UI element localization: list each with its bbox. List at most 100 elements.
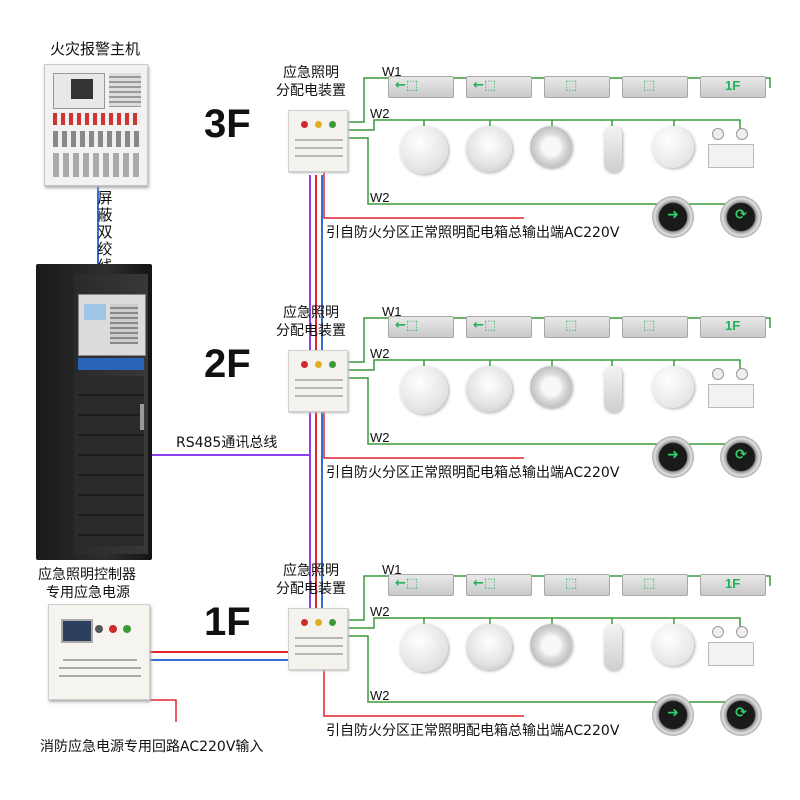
exit-sign: ⬚ (622, 76, 688, 98)
exit-sign: ←⬚ (466, 316, 532, 338)
floor-label-3f: 3F (204, 102, 251, 146)
floor-label-2f: 2F (204, 342, 251, 386)
arrow-disc-icon: ➜ (652, 694, 694, 736)
floor-label-1f: 1F (204, 600, 251, 644)
rs485-bus-label: RS485通讯总线 (176, 435, 278, 451)
exit-sign: ⬚ (622, 316, 688, 338)
exit-sign: ⬚ (544, 316, 610, 338)
fire-input-line (150, 699, 177, 722)
wire-label-w2b: W2 (370, 688, 390, 703)
wire-label-w1: W1 (382, 64, 402, 79)
wire-label-w2a: W2 (370, 106, 390, 121)
ceiling-light-icon (530, 126, 572, 168)
exit-disc-icon: ⟳ (720, 436, 762, 478)
running-man-icon: ⬚ (643, 78, 656, 93)
fire-power-input-label: 消防应急电源专用回路AC220V输入 (40, 739, 264, 755)
exit-sign: ←⬚ (388, 76, 454, 98)
arrow-right-icon: ➜ (667, 207, 679, 223)
exit-sign: ←⬚ (466, 76, 532, 98)
ceiling-light-icon (604, 624, 622, 670)
emergency-power-box (48, 604, 150, 700)
power-supply-label: 专用应急电源 (46, 585, 130, 601)
arrow-disc-icon: ➜ (652, 436, 694, 478)
exit-sign: ⬚ (544, 574, 610, 596)
exit-sign: 1F (700, 76, 766, 98)
ceiling-light-icon (400, 366, 448, 414)
normal-lighting-feed-label: 引自防火分区正常照明配电箱总输出端AC220V (326, 465, 620, 481)
controller-label: 应急照明控制器 (38, 567, 136, 583)
wire-label-w1: W1 (382, 304, 402, 319)
running-man-icon: ⬚ (643, 576, 656, 591)
exit-sign: ←⬚ (466, 574, 532, 596)
ceiling-light-icon (652, 624, 694, 666)
shielded-cable-label: 屏蔽双绞线 (97, 189, 113, 275)
ceiling-light-icon (466, 126, 512, 172)
arrow-right-icon: ➜ (667, 705, 679, 721)
exit-symbol-icon: ⟳ (735, 447, 747, 463)
arrow-left-icon: ←⬚ (395, 576, 419, 591)
exit-sign: ←⬚ (388, 316, 454, 338)
arrow-left-icon: ←⬚ (395, 318, 419, 333)
floor-sign-text: 1F (725, 318, 741, 333)
ceiling-light-icon (400, 126, 448, 174)
ceiling-light-icon (604, 366, 622, 412)
ceiling-light-icon (530, 624, 572, 666)
wire-label-w2b: W2 (370, 430, 390, 445)
distribution-box (288, 350, 348, 412)
floor-sign-text: 1F (725, 576, 741, 591)
distribution-box (288, 110, 348, 172)
arrow-left-icon: ←⬚ (473, 318, 497, 333)
running-man-icon: ⬚ (643, 318, 656, 333)
twin-spot-emergency-light-icon (708, 128, 754, 168)
arrow-right-icon: ➜ (667, 447, 679, 463)
ceiling-light-icon (530, 366, 572, 408)
w2-line-a (348, 617, 741, 630)
running-man-icon: ⬚ (565, 576, 578, 591)
distribution-box-label: 应急照明 分配电装置 (276, 563, 346, 597)
fire-alarm-host-label: 火灾报警主机 (50, 40, 141, 58)
exit-sign: 1F (700, 574, 766, 596)
ceiling-light-icon (652, 366, 694, 408)
running-man-icon: ⬚ (565, 318, 578, 333)
normal-lighting-feed-label: 引自防火分区正常照明配电箱总输出端AC220V (326, 723, 620, 739)
exit-sign: ⬚ (622, 574, 688, 596)
normal-feed-line (323, 412, 524, 459)
ceiling-light-icon (466, 366, 512, 412)
twin-spot-emergency-light-icon (708, 626, 754, 666)
arrow-left-icon: ←⬚ (473, 576, 497, 591)
wire-label-w2b: W2 (370, 190, 390, 205)
ceiling-light-icon (604, 126, 622, 172)
exit-sign: ⬚ (544, 76, 610, 98)
distribution-box-label: 应急照明 分配电装置 (276, 65, 346, 99)
floor-sign-text: 1F (725, 78, 741, 93)
normal-lighting-feed-label: 引自防火分区正常照明配电箱总输出端AC220V (326, 225, 620, 241)
exit-symbol-icon: ⟳ (735, 705, 747, 721)
w2-line-a (348, 119, 741, 132)
wire-label-w2a: W2 (370, 346, 390, 361)
ceiling-light-icon (652, 126, 694, 168)
exit-disc-icon: ⟳ (720, 694, 762, 736)
exit-sign: ←⬚ (388, 574, 454, 596)
ceiling-light-icon (400, 624, 448, 672)
w1-line (348, 77, 771, 123)
arrow-left-icon: ←⬚ (473, 78, 497, 93)
wire-label-w1: W1 (382, 562, 402, 577)
running-man-icon: ⬚ (565, 78, 578, 93)
exit-disc-icon: ⟳ (720, 196, 762, 238)
exit-symbol-icon: ⟳ (735, 207, 747, 223)
distribution-box (288, 608, 348, 670)
arrow-disc-icon: ➜ (652, 196, 694, 238)
controller-cabinet (36, 264, 152, 560)
distribution-box-label: 应急照明 分配电装置 (276, 305, 346, 339)
wire-label-w2a: W2 (370, 604, 390, 619)
w2-line-a (348, 359, 741, 372)
ceiling-light-icon (466, 624, 512, 670)
w1-line (348, 317, 771, 363)
w1-line (348, 575, 771, 621)
normal-feed-line (323, 172, 524, 219)
exit-sign: 1F (700, 316, 766, 338)
fire-alarm-host-panel (44, 64, 148, 186)
arrow-left-icon: ←⬚ (395, 78, 419, 93)
